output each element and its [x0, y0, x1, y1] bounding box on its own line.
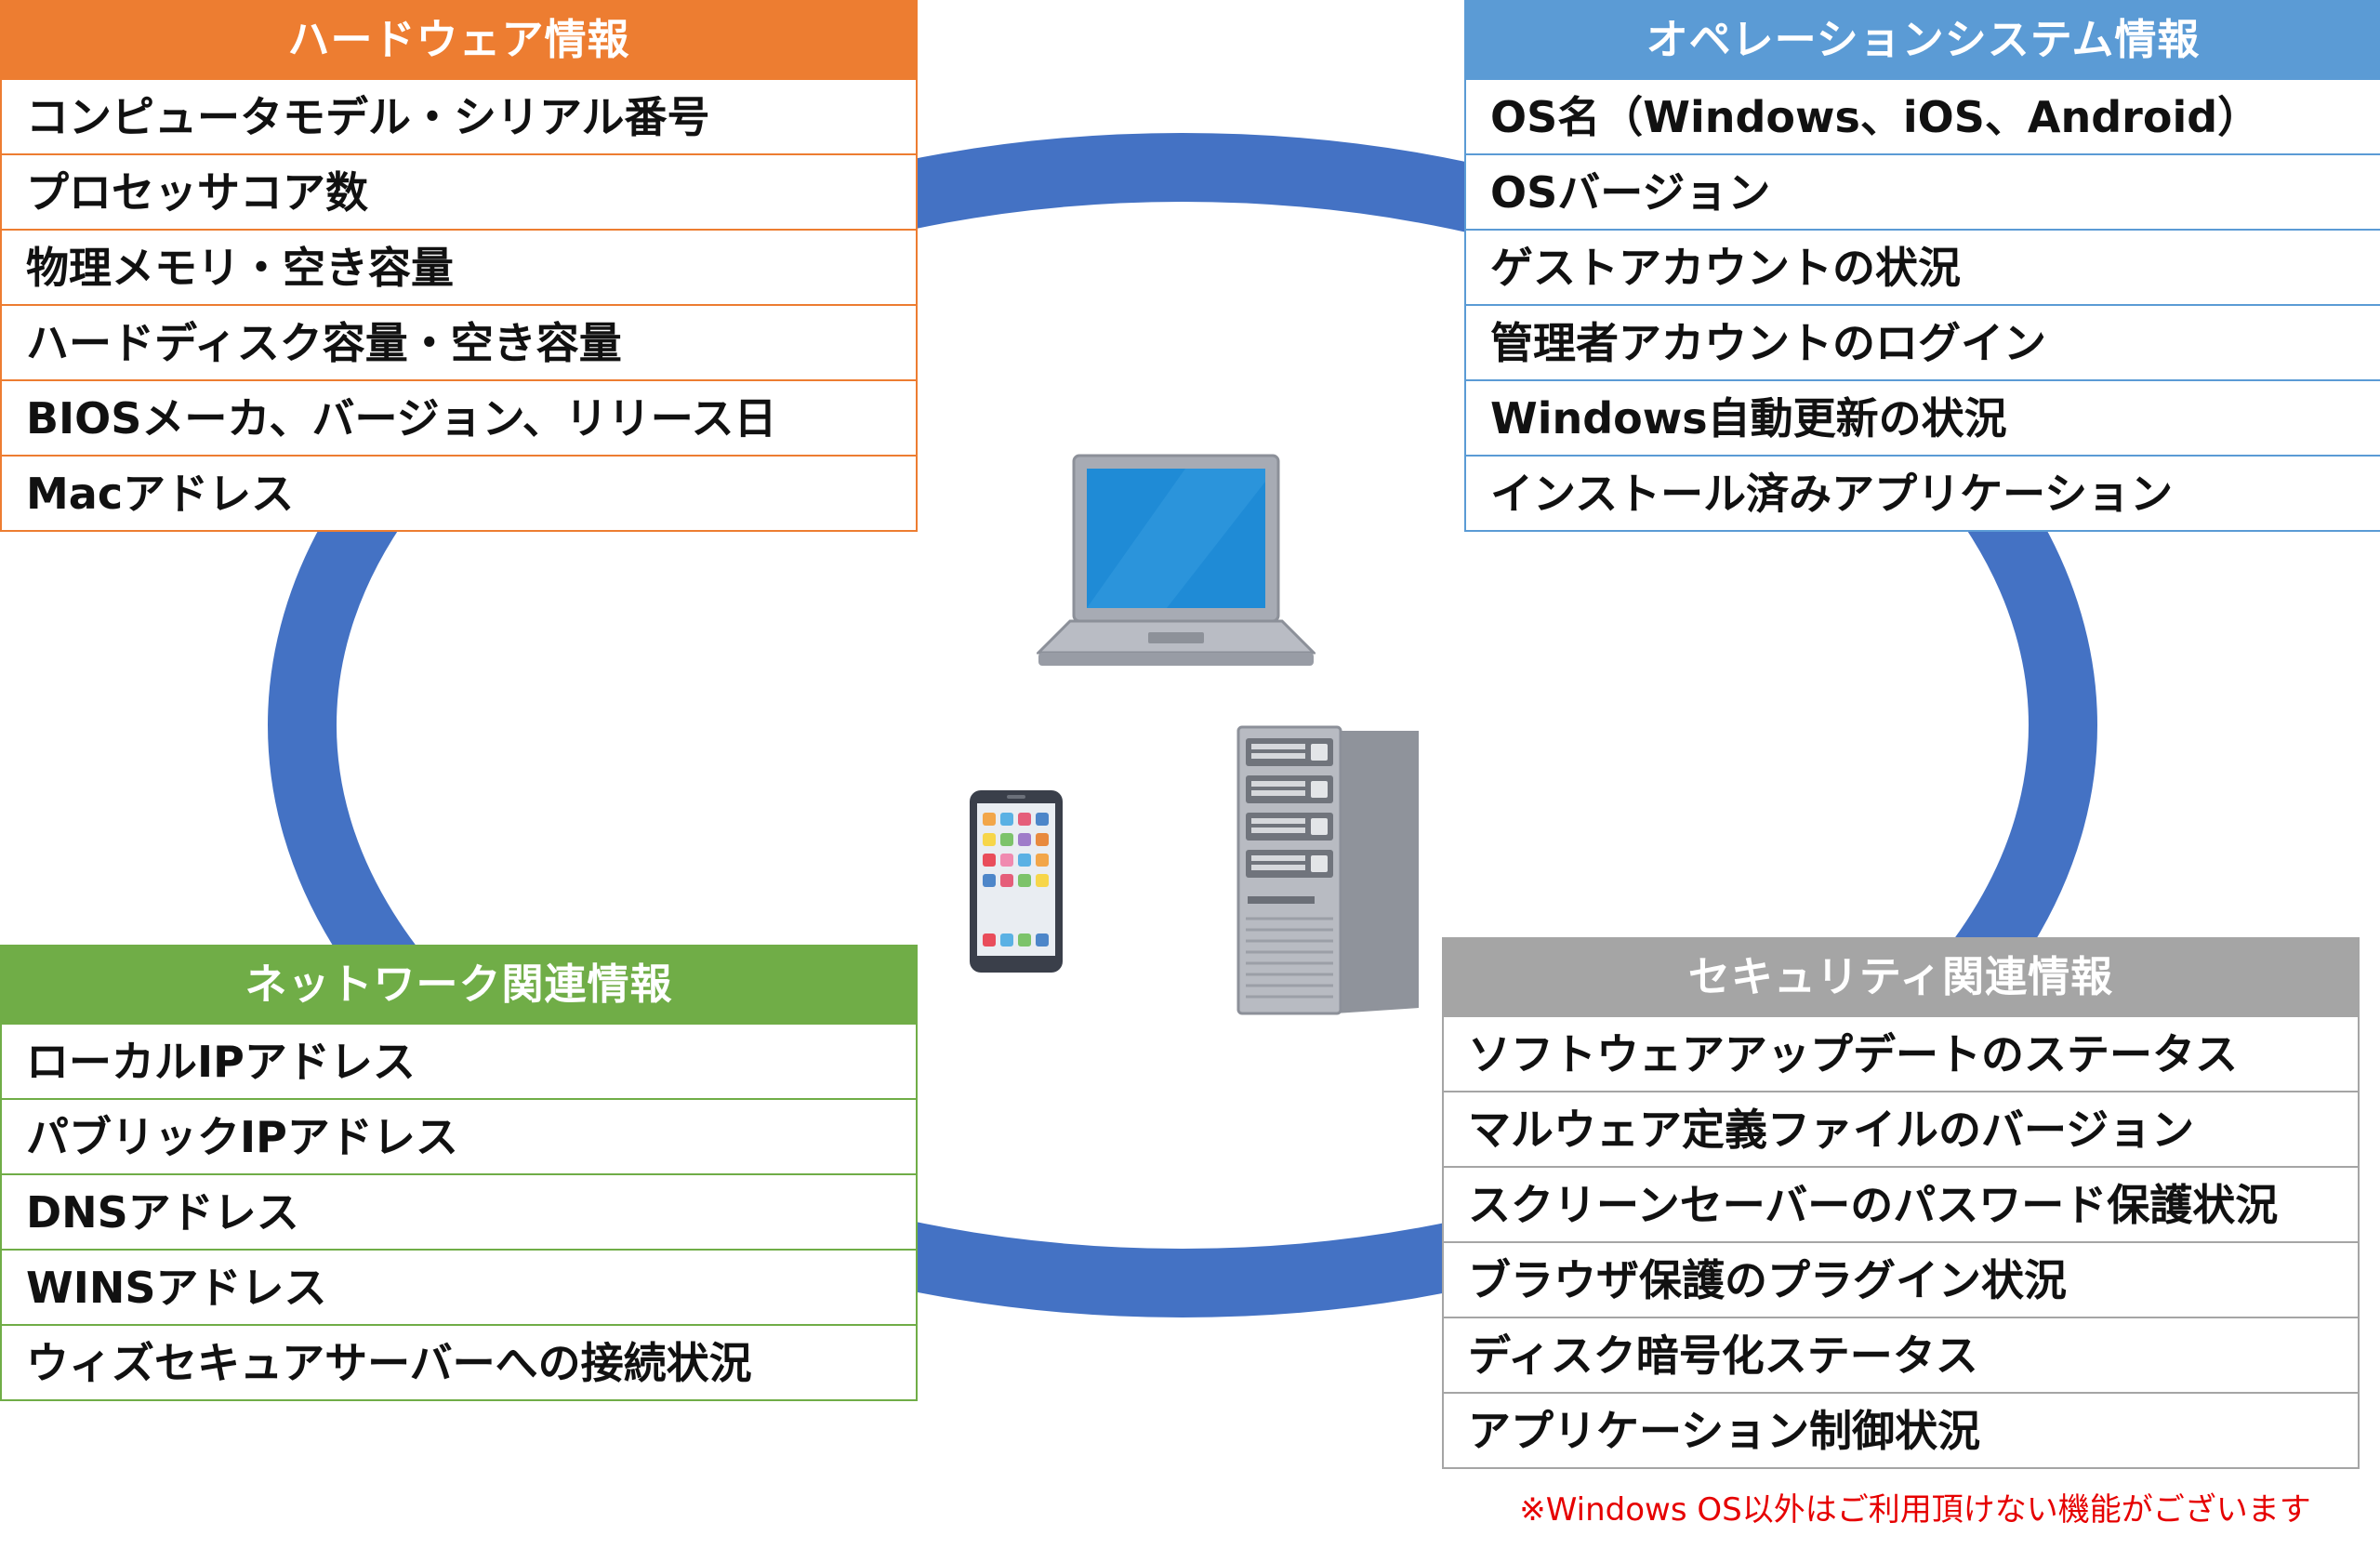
smartphone-icon: [970, 790, 1063, 973]
list-item: アプリケーション制御状況: [1444, 1392, 2358, 1467]
list-item: ディスク暗号化ステータス: [1444, 1317, 2358, 1392]
list-item: ゲストアカウントの状況: [1466, 229, 2380, 304]
list-item: OS名（Windows、iOS、Android）: [1466, 78, 2380, 153]
list-item: 物理メモリ・空き容量: [2, 229, 916, 304]
network-info-title: ネットワーク関連情報: [2, 947, 916, 1023]
compatibility-note: ※Windows OS以外はご利用頂けない機能がございます: [1519, 1491, 2311, 1529]
list-item: OSバージョン: [1466, 153, 2380, 229]
list-item: ウィズセキュアサーバーへの接続状況: [2, 1324, 916, 1399]
list-item: DNSアドレス: [2, 1173, 916, 1249]
list-item: Macアドレス: [2, 455, 916, 530]
security-info-title: セキュリティ関連情報: [1444, 939, 2358, 1015]
os-info-panel: オペレーションシステム情報 OS名（Windows、iOS、Android） O…: [1464, 0, 2380, 532]
hardware-info-title: ハードウェア情報: [2, 2, 916, 78]
list-item: WINSアドレス: [2, 1249, 916, 1324]
server-tower-icon: [1236, 725, 1419, 1015]
list-item: プロセッサコア数: [2, 153, 916, 229]
os-info-title: オペレーションシステム情報: [1466, 2, 2380, 78]
list-item: マルウェア定義ファイルのバージョン: [1444, 1091, 2358, 1166]
list-item: 管理者アカウントのログイン: [1466, 304, 2380, 379]
list-item: スクリーンセーバーのパスワード保護状況: [1444, 1166, 2358, 1241]
hardware-info-panel: ハードウェア情報 コンピュータモデル・シリアル番号 プロセッサコア数 物理メモリ…: [0, 0, 918, 532]
list-item: ローカルIPアドレス: [2, 1023, 916, 1098]
list-item: インストール済みアプリケーション: [1466, 455, 2380, 530]
list-item: ハードディスク容量・空き容量: [2, 304, 916, 379]
list-item: BIOSメーカ、バージョン、リリース日: [2, 379, 916, 455]
list-item: Windows自動更新の状況: [1466, 379, 2380, 455]
list-item: コンピュータモデル・シリアル番号: [2, 78, 916, 153]
network-info-panel: ネットワーク関連情報 ローカルIPアドレス パブリックIPアドレス DNSアドレ…: [0, 945, 918, 1401]
list-item: ブラウザ保護のプラグイン状況: [1444, 1241, 2358, 1317]
list-item: パブリックIPアドレス: [2, 1098, 916, 1173]
laptop-icon: [1037, 454, 1316, 666]
list-item: ソフトウェアアップデートのステータス: [1444, 1015, 2358, 1091]
security-info-panel: セキュリティ関連情報 ソフトウェアアップデートのステータス マルウェア定義ファイ…: [1442, 937, 2360, 1469]
